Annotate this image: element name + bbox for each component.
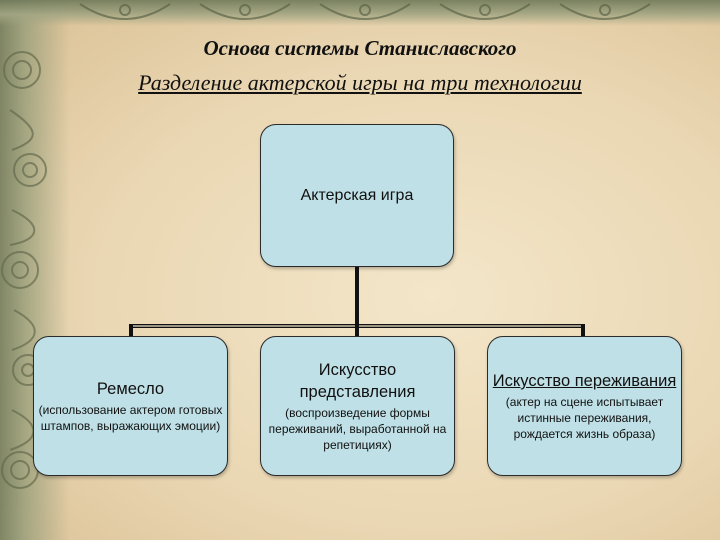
node-acting: Актерская игра <box>260 124 454 267</box>
node-representation: Искусство представления (воспроизведение… <box>260 336 455 476</box>
node-acting-label: Актерская игра <box>300 186 414 204</box>
slide-title: Основа системы Станиславского <box>203 36 517 60</box>
slide-subtitle-text: Разделение актерской игры на три техноло… <box>138 70 582 95</box>
node-experiencing-description: (актер на сцене испытывает истинные пере… <box>505 395 664 441</box>
node-experiencing: Искусство переживания (актер на сцене ис… <box>487 336 682 476</box>
node-representation-description: (воспроизведение формы переживаний, выра… <box>268 406 447 452</box>
node-craft-description: (использование актером готовых штампов, … <box>38 403 223 433</box>
node-representation-label: Искусство представления <box>299 361 416 401</box>
node-craft-label: Ремесло <box>96 380 165 398</box>
node-experiencing-label: Искусство переживания <box>492 372 677 390</box>
ornament-top <box>0 0 720 26</box>
node-craft: Ремесло (использование актером готовых ш… <box>33 336 228 476</box>
slide-subtitle: Разделение актерской игры на три техноло… <box>0 70 720 96</box>
